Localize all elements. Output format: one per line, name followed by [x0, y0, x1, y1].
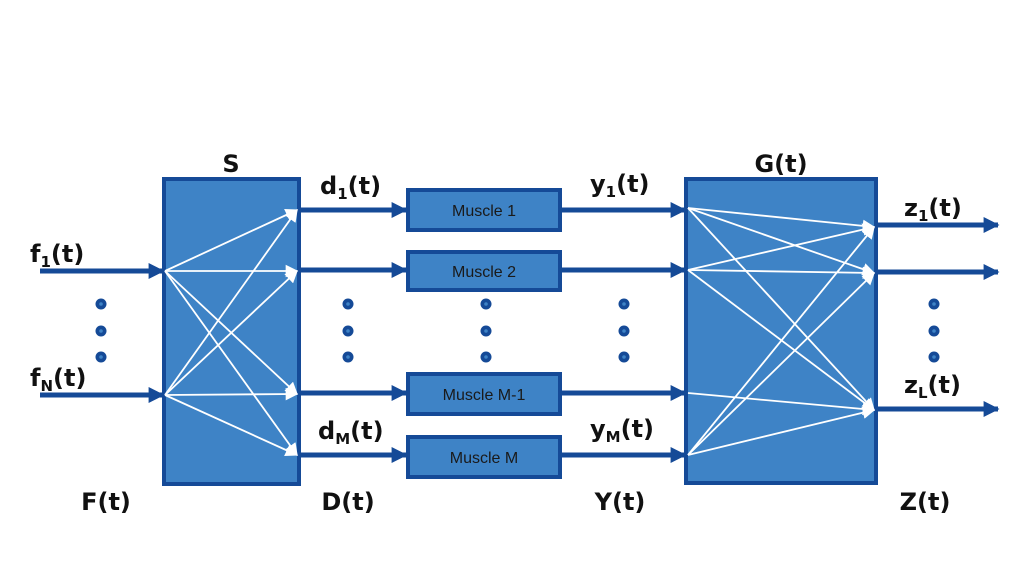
signal-subscript: L [918, 384, 928, 402]
signal-label-z1: z1(t) [904, 194, 962, 225]
signal-base: d [320, 172, 337, 200]
signal-tail: (t) [51, 240, 84, 268]
vector-label-Y: Y(t) [594, 488, 646, 516]
signal-arrows [40, 201, 1000, 464]
dot-center [622, 329, 626, 333]
signal-tail: (t) [616, 170, 649, 198]
signal-label-d1: d1(t) [320, 172, 381, 203]
dot-center [99, 329, 103, 333]
signal-label-f1: f1(t) [30, 240, 84, 271]
dot-center [932, 302, 936, 306]
signal-base: f [30, 240, 41, 268]
ellipsis-dots [95, 298, 940, 363]
signal-tail: (t) [928, 194, 961, 222]
muscle-label: Muscle M-1 [443, 387, 526, 404]
vector-label-D: D(t) [321, 488, 374, 516]
signal-label-fN: fN(t) [30, 364, 86, 395]
signal-tail: (t) [928, 371, 961, 399]
dot-center [346, 355, 350, 359]
signal-subscript: 1 [337, 185, 347, 203]
block-title-g: G(t) [754, 150, 807, 178]
muscle-block-m: Muscle M [406, 435, 562, 479]
signal-label-yM: yM(t) [590, 415, 654, 446]
dot-center [622, 302, 626, 306]
signal-label-y1: y1(t) [590, 170, 650, 201]
signal-tail: (t) [348, 172, 381, 200]
dot-center [346, 302, 350, 306]
signal-subscript: 1 [40, 253, 50, 271]
signal-tail: (t) [621, 415, 654, 443]
dot-center [932, 329, 936, 333]
dot-center [932, 355, 936, 359]
signal-base: z [904, 194, 918, 222]
signal-tail: (t) [53, 364, 86, 392]
signal-subscript: N [40, 377, 53, 395]
muscle-label: Muscle 2 [452, 264, 516, 281]
g-block-mapping-arrows [687, 207, 876, 456]
signal-subscript: 1 [606, 183, 616, 201]
dot-center [484, 329, 488, 333]
signal-label-zL: zL(t) [904, 371, 961, 402]
signal-base: z [904, 371, 918, 399]
muscle-block-1: Muscle 1 [406, 188, 562, 232]
muscle-block-m-1: Muscle M-1 [406, 372, 562, 416]
dot-center [484, 302, 488, 306]
dot-center [622, 355, 626, 359]
muscle-label: Muscle 1 [452, 203, 516, 220]
signal-label-dM: dM(t) [318, 417, 384, 448]
vector-label-Z: Z(t) [900, 488, 951, 516]
muscle-block-2: Muscle 2 [406, 250, 562, 292]
signal-subscript: 1 [918, 207, 928, 225]
dot-center [346, 329, 350, 333]
muscle-label: Muscle M [450, 450, 518, 467]
signal-base: y [590, 415, 606, 443]
signal-base: f [30, 364, 41, 392]
signal-base: y [590, 170, 606, 198]
s-block-mapping-arrows [164, 208, 299, 457]
vector-label-F: F(t) [81, 488, 131, 516]
dot-center [484, 355, 488, 359]
dot-center [99, 302, 103, 306]
signal-base: d [318, 417, 335, 445]
signal-subscript: M [606, 428, 621, 446]
signal-subscript: M [335, 430, 350, 448]
block-title-s: S [222, 150, 239, 178]
muscle-blocks: Muscle 1 Muscle 2 Muscle M-1 Muscle M [406, 188, 562, 479]
signal-tail: (t) [350, 417, 383, 445]
dot-center [99, 355, 103, 359]
